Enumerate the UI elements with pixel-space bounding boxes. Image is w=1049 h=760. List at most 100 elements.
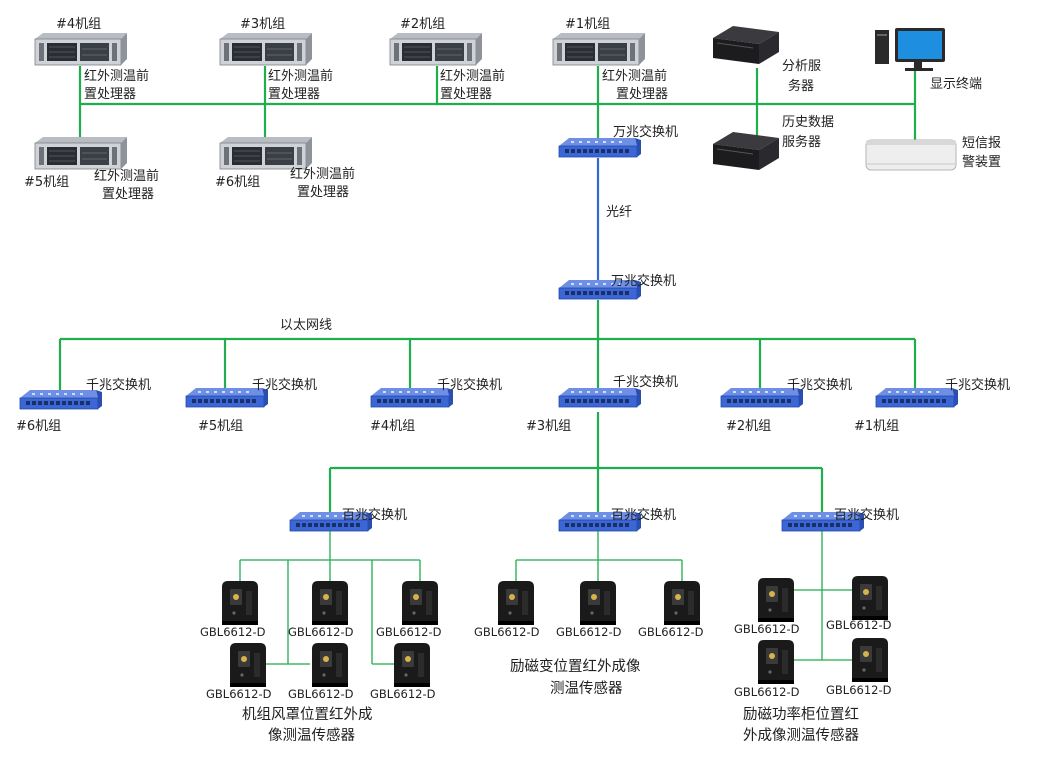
fiber-label: 光纤 bbox=[606, 205, 632, 220]
group-caption-line2: 外成像测温传感器 bbox=[743, 727, 859, 744]
ethernet-label: 以太网线 bbox=[280, 318, 332, 333]
processor-label-line1: 红外测温前 bbox=[268, 68, 333, 84]
group-caption-line1: 励磁变位置红外成像 bbox=[510, 658, 641, 675]
processor-label-line1: 红外测温前 bbox=[94, 168, 159, 184]
gigabit-unit-label: #2机组 bbox=[726, 419, 771, 434]
processor-rack-icon bbox=[389, 32, 483, 66]
analysis-server-label-1: 分析服 bbox=[782, 59, 821, 74]
unit-label: #5机组 bbox=[24, 175, 69, 190]
processor-rack-icon bbox=[34, 136, 128, 170]
sms-alarm-device: 短信报 警装置 bbox=[865, 136, 1001, 171]
hundred-switch-1: 百兆交换机 bbox=[289, 507, 407, 532]
gigabit-switch-label: 千兆交换机 bbox=[787, 377, 852, 393]
sensor: GBL6612-D bbox=[200, 581, 266, 639]
display-terminal-label: 显示终端 bbox=[930, 76, 982, 92]
computer-icon bbox=[875, 28, 945, 71]
gigabit-switch-label: 千兆交换机 bbox=[437, 377, 502, 393]
sensor: GBL6612-D bbox=[288, 643, 354, 701]
processor-label-line2: 置处理器 bbox=[616, 87, 668, 102]
gigabit-switch-label: 千兆交换机 bbox=[945, 377, 1010, 393]
sensor-group-1: GBL6612-D GBL6612-D GBL6612-D GBL6612-D … bbox=[200, 581, 442, 744]
switch-icon bbox=[558, 387, 642, 408]
server-icon bbox=[712, 25, 780, 65]
sensor-model-label: GBL6612-D bbox=[206, 687, 272, 701]
sensor: GBL6612-D bbox=[376, 581, 442, 639]
switch-icon bbox=[558, 137, 642, 158]
processor-unit-1: #1机组 红外测温前 置处理器 bbox=[552, 17, 668, 102]
sensor: GBL6612-D bbox=[206, 643, 272, 701]
sensor-model-label: GBL6612-D bbox=[376, 625, 442, 639]
sensor: GBL6612-D bbox=[370, 643, 436, 701]
thermal-sensor-icon bbox=[852, 638, 888, 682]
history-server-label-1: 历史数据 bbox=[782, 115, 834, 130]
gigabit-unit-label: #4机组 bbox=[370, 419, 415, 434]
hundred-switch-3: 百兆交换机 bbox=[781, 507, 899, 532]
processor-label-line2: 置处理器 bbox=[268, 87, 320, 102]
sensor: GBL6612-D bbox=[288, 581, 354, 639]
processor-rack-icon bbox=[552, 32, 646, 66]
sensor-model-label: GBL6612-D bbox=[474, 625, 540, 639]
sensor: GBL6612-D bbox=[734, 578, 800, 636]
sensor-group-3: GBL6612-D GBL6612-D GBL6612-D GBL6612-D … bbox=[734, 576, 892, 744]
thermal-sensor-icon bbox=[758, 578, 794, 622]
processor-label-line1: 红外测温前 bbox=[84, 68, 149, 84]
sensor: GBL6612-D bbox=[826, 638, 892, 697]
processor-label-line2: 置处理器 bbox=[440, 87, 492, 102]
gigabit-unit-label: #1机组 bbox=[854, 419, 899, 434]
history-server: 历史数据 服务器 bbox=[712, 115, 834, 171]
unit-label: #6机组 bbox=[215, 175, 260, 190]
gigabit-unit-label: #3机组 bbox=[526, 419, 571, 434]
server-icon bbox=[712, 131, 780, 171]
sensor-model-label: GBL6612-D bbox=[200, 625, 266, 639]
processor-label-line1: 红外测温前 bbox=[602, 68, 667, 84]
thermal-sensor-icon bbox=[758, 640, 794, 684]
group-caption-line2: 像测温传感器 bbox=[268, 727, 355, 744]
gigabit-switch-label: 千兆交换机 bbox=[252, 377, 317, 393]
processor-label-line1: 红外测温前 bbox=[290, 166, 355, 182]
sms-label-1: 短信报 bbox=[962, 136, 1001, 151]
sms-device-icon bbox=[865, 139, 957, 171]
core-switch-bottom-label: 万兆交换机 bbox=[611, 273, 676, 289]
processor-rack-icon bbox=[219, 32, 313, 66]
processor-label-line2: 置处理器 bbox=[102, 187, 154, 202]
gigabit-switch-1: 千兆交换机 #1机组 bbox=[854, 377, 1010, 434]
thermal-sensor-icon bbox=[664, 581, 700, 625]
sensor-model-label: GBL6612-D bbox=[370, 687, 436, 701]
sms-label-2: 警装置 bbox=[962, 154, 1001, 170]
gigabit-switch-3: 千兆交换机 #3机组 bbox=[526, 374, 678, 434]
sensor: GBL6612-D bbox=[556, 581, 622, 639]
sensor-model-label: GBL6612-D bbox=[734, 622, 800, 636]
gigabit-switch-label: 千兆交换机 bbox=[613, 374, 678, 390]
unit-label: #2机组 bbox=[400, 17, 445, 32]
core-switch-bottom: 万兆交换机 bbox=[558, 273, 676, 300]
thermal-sensor-icon bbox=[852, 576, 888, 620]
processor-label-line2: 置处理器 bbox=[84, 87, 136, 102]
analysis-server-label-2: 务器 bbox=[788, 78, 814, 94]
processor-label-line2: 置处理器 bbox=[297, 185, 349, 200]
sensor-model-label: GBL6612-D bbox=[288, 625, 354, 639]
sensor: GBL6612-D bbox=[474, 581, 540, 639]
sensor-model-label: GBL6612-D bbox=[556, 625, 622, 639]
hundred-switch-label: 百兆交换机 bbox=[342, 507, 407, 523]
sensor-model-label: GBL6612-D bbox=[826, 618, 892, 632]
hundred-switch-2: 百兆交换机 bbox=[558, 507, 676, 532]
sensor: GBL6612-D bbox=[826, 576, 892, 632]
thermal-sensor-icon bbox=[580, 581, 616, 625]
group-caption-line2: 测温传感器 bbox=[550, 680, 623, 697]
analysis-server: 分析服 务器 bbox=[712, 25, 821, 94]
thermal-sensor-icon bbox=[312, 643, 348, 687]
processor-rack-icon bbox=[219, 136, 313, 170]
sensor: GBL6612-D bbox=[734, 640, 800, 699]
processor-unit-4: #4机组 红外测温前 置处理器 bbox=[34, 17, 149, 102]
history-server-label-2: 服务器 bbox=[782, 134, 821, 150]
gigabit-unit-label: #5机组 bbox=[198, 419, 243, 434]
gigabit-switch-6: 千兆交换机 #6机组 bbox=[16, 377, 151, 434]
group-caption-line1: 励磁功率柜位置红 bbox=[743, 706, 859, 723]
gigabit-switch-2: 千兆交换机 #2机组 bbox=[720, 377, 852, 434]
thermal-sensor-icon bbox=[222, 581, 258, 625]
sensor: GBL6612-D bbox=[638, 581, 704, 639]
thermal-sensor-icon bbox=[394, 643, 430, 687]
sensor-model-label: GBL6612-D bbox=[734, 685, 800, 699]
display-terminal: 显示终端 bbox=[875, 28, 982, 92]
